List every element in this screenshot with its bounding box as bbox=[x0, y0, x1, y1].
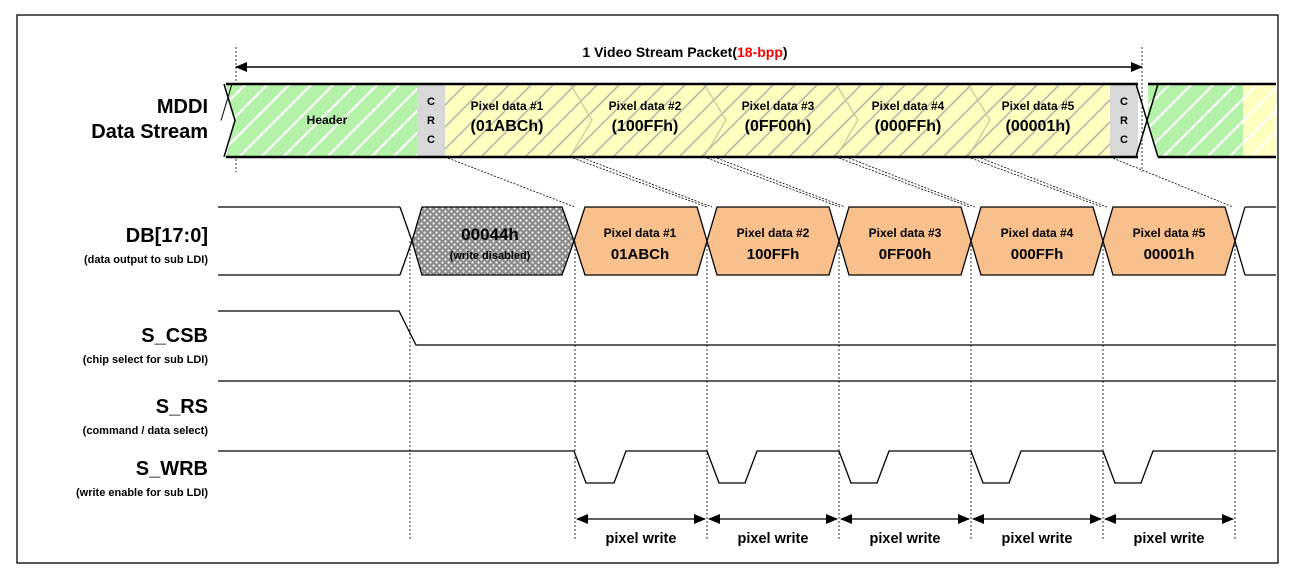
stream-pixel-2-title: Pixel data #2 bbox=[609, 99, 682, 113]
crc-letter-c: C bbox=[427, 96, 435, 108]
stream-pixel-3-value: (0FF00h) bbox=[745, 118, 812, 135]
stream-pixel-5-value: (00001h) bbox=[1006, 118, 1071, 135]
db-pixel-3-block bbox=[838, 206, 972, 276]
stream-pixel-4-title: Pixel data #4 bbox=[872, 99, 945, 113]
stream-pixel-1-value: (01ABCh) bbox=[471, 118, 544, 135]
db-pixel-4-block bbox=[970, 206, 1104, 276]
crc2-letter-r: R bbox=[1120, 115, 1128, 127]
stream-pixel-3-title: Pixel data #3 bbox=[742, 99, 815, 113]
db-pixel-5-value: 00001h bbox=[1144, 246, 1195, 263]
crc2-letter-c: C bbox=[1120, 96, 1128, 108]
db-bus-row: 00044h (write disabled) Pixel data #1 01… bbox=[218, 206, 1276, 276]
db-pixel-1-title: Pixel data #1 bbox=[604, 226, 677, 240]
mddi-label-line1: MDDI bbox=[157, 96, 208, 118]
timing-guides bbox=[409, 241, 1236, 541]
db-pixel-2-title: Pixel data #2 bbox=[737, 226, 810, 240]
s-csb-waveform bbox=[218, 310, 1276, 346]
s-wrb-signal-desc: (write enable for sub LDI) bbox=[76, 487, 208, 499]
db-pixel-2-value: 100FFh bbox=[747, 246, 800, 263]
db-pixel-2-block bbox=[706, 206, 840, 276]
s-csb-signal-desc: (chip select for sub LDI) bbox=[83, 354, 209, 366]
stream-crc-segment-2 bbox=[1110, 84, 1138, 157]
s-rs-signal-name: S_RS bbox=[156, 396, 208, 418]
mapping-lines bbox=[444, 156, 1234, 208]
db-pixel-1-value: 01ABCh bbox=[611, 246, 669, 263]
crc-letter-r: R bbox=[427, 115, 435, 127]
db-disabled-value: 00044h bbox=[461, 225, 519, 244]
db-disabled-note: (write disabled) bbox=[450, 250, 531, 262]
s-csb-signal-name: S_CSB bbox=[141, 325, 208, 347]
mddi-label-line2: Data Stream bbox=[91, 121, 208, 143]
db-signal-desc: (data output to sub LDI) bbox=[84, 254, 208, 266]
s-wrb-signal-name: S_WRB bbox=[136, 458, 208, 480]
stream-pixel-1-title: Pixel data #1 bbox=[471, 99, 544, 113]
db-pixel-3-value: 0FF00h bbox=[879, 246, 932, 263]
pixel-write-label-1: pixel write bbox=[606, 531, 677, 547]
pixel-write-label-3: pixel write bbox=[870, 531, 941, 547]
outer-border bbox=[16, 14, 1279, 564]
s-rs-signal-desc: (command / data select) bbox=[83, 425, 209, 437]
mddi-stream-row: Header C R C C R C Pixel data #1 (01ABCh… bbox=[220, 82, 1276, 159]
packet-label: 1 Video Stream Packet(18-bpp) bbox=[582, 44, 787, 60]
stream-header-label: Header bbox=[307, 113, 348, 127]
pixel-write-label-4: pixel write bbox=[1002, 531, 1073, 547]
stream-pixel-4-value: (000FFh) bbox=[875, 118, 942, 135]
crc-letter-c2: C bbox=[427, 134, 435, 146]
db-pixel-1-block bbox=[573, 206, 708, 276]
db-signal-name: DB[17:0] bbox=[126, 225, 208, 247]
db-pixel-3-title: Pixel data #3 bbox=[869, 226, 942, 240]
db-pixel-4-value: 000FFh bbox=[1011, 246, 1064, 263]
s-wrb-waveform bbox=[218, 450, 1276, 484]
db-pixel-5-title: Pixel data #5 bbox=[1133, 226, 1206, 240]
stream-pixel-5-title: Pixel data #5 bbox=[1002, 99, 1075, 113]
db-pixel-5-block bbox=[1102, 206, 1236, 276]
stream-pixel-2-value: (100FFh) bbox=[612, 118, 679, 135]
stream-crc-segment bbox=[417, 84, 445, 157]
db-pixel-4-title: Pixel data #4 bbox=[1001, 226, 1074, 240]
pixel-write-label-2: pixel write bbox=[738, 531, 809, 547]
crc2-letter-c2: C bbox=[1120, 134, 1128, 146]
pixel-write-label-5: pixel write bbox=[1134, 531, 1205, 547]
